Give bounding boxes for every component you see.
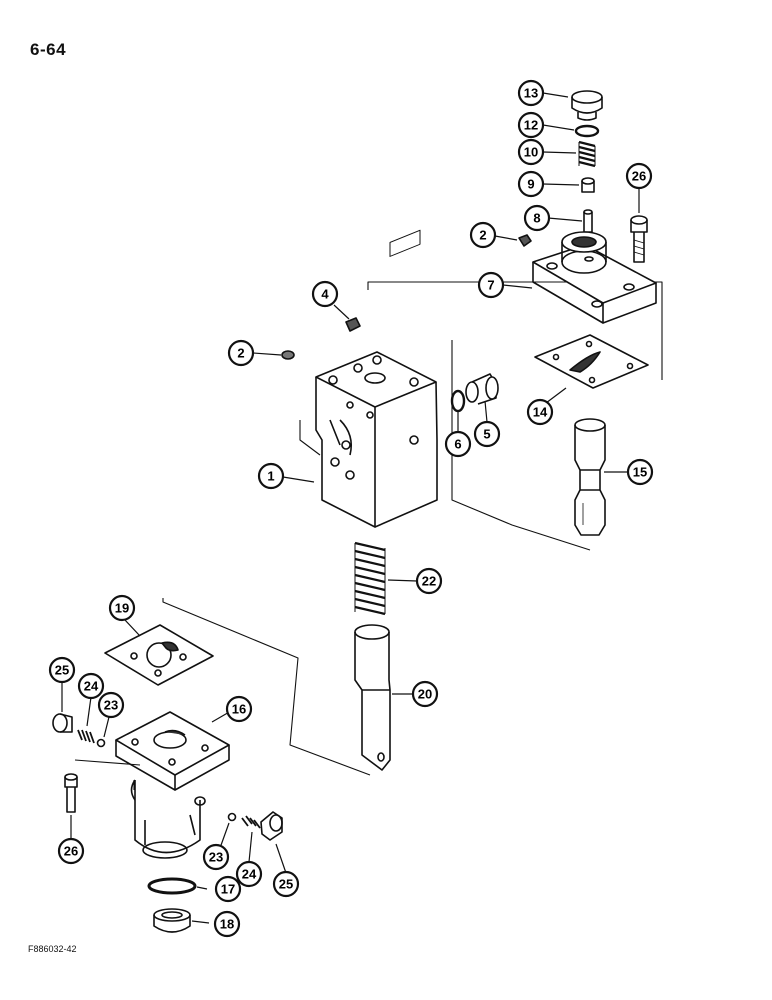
part-14-gasket <box>534 334 649 389</box>
callout-2: 2 <box>469 221 497 249</box>
callout-label: 23 <box>104 698 118 713</box>
callout-label: 5 <box>483 427 490 442</box>
callout-label: 22 <box>422 574 436 589</box>
callout-label: 4 <box>321 287 329 302</box>
callout-14: 14 <box>526 398 554 426</box>
callout-label: 25 <box>279 877 293 892</box>
callout-label: 2 <box>237 346 244 361</box>
callout-25: 25 <box>48 656 76 684</box>
callout-label: 9 <box>527 177 534 192</box>
callout-label: 26 <box>632 169 646 184</box>
callout-label: 16 <box>232 702 246 717</box>
callout-13: 13 <box>517 79 545 107</box>
callout-25: 25 <box>272 870 300 898</box>
callout-8: 8 <box>523 204 551 232</box>
callout-18: 18 <box>213 910 241 938</box>
callout-24: 24 <box>235 860 263 888</box>
part-25-plug-left <box>52 713 73 733</box>
callout-24: 24 <box>77 672 105 700</box>
part-2-plug-upper <box>518 234 532 247</box>
callout-label: 13 <box>524 86 538 101</box>
callout-label: 6 <box>454 437 461 452</box>
callout-label: 2 <box>479 228 486 243</box>
callout-26: 26 <box>57 837 85 865</box>
figure-code: F886032-42 <box>28 944 77 954</box>
part-6-o-ring <box>450 389 466 413</box>
callout-17: 17 <box>214 875 242 903</box>
part-23-ball-left <box>96 738 106 748</box>
callout-6: 6 <box>444 430 472 458</box>
part-26-bolt-lower <box>64 773 78 813</box>
callout-label: 26 <box>64 844 78 859</box>
part-25-plug-right <box>260 811 283 841</box>
callout-label: 12 <box>524 118 538 133</box>
callout-16: 16 <box>225 695 253 723</box>
part-15-spool <box>574 418 606 536</box>
callout-2: 2 <box>227 339 255 367</box>
part-22-spring <box>354 541 386 616</box>
callout-label: 23 <box>209 850 223 865</box>
callout-label: 24 <box>84 679 99 694</box>
part-12-o-ring <box>574 124 600 138</box>
callout-label: 24 <box>242 867 257 882</box>
part-18-seal <box>153 908 191 933</box>
part-26-bolt-upper <box>630 215 648 263</box>
callout-4: 4 <box>311 280 339 308</box>
callout-15: 15 <box>626 458 654 486</box>
part-1-main-body <box>315 229 438 528</box>
callout-label: 17 <box>221 882 235 897</box>
callout-23: 23 <box>97 691 125 719</box>
part-19-gasket <box>104 624 214 686</box>
callout-9: 9 <box>517 170 545 198</box>
part-23-ball-right <box>227 812 237 822</box>
part-17-o-ring <box>147 877 197 895</box>
callout-5: 5 <box>473 420 501 448</box>
callout-19: 19 <box>108 594 136 622</box>
part-5-fitting <box>465 373 499 405</box>
callout-label: 1 <box>267 469 274 484</box>
page-number: 6-64 <box>30 40 67 59</box>
part-10-spring <box>578 140 596 168</box>
part-4-plug <box>345 317 361 332</box>
leader-lines <box>61 92 640 924</box>
part-20-spool <box>354 624 391 771</box>
callout-26: 26 <box>625 162 653 190</box>
part-16-lower-housing <box>115 711 230 859</box>
assembly-lines <box>74 281 663 790</box>
callout-label: 15 <box>633 465 647 480</box>
callout-label: 8 <box>533 211 540 226</box>
part-8-pin <box>583 209 593 233</box>
callout-bubbles: 1224567891012131415161718192022232324242… <box>48 79 654 938</box>
callout-23: 23 <box>202 843 230 871</box>
callout-label: 25 <box>55 663 69 678</box>
callout-7: 7 <box>477 271 505 299</box>
part-13-cap <box>571 90 603 121</box>
callout-label: 19 <box>115 601 129 616</box>
part-9-plunger <box>581 177 595 193</box>
callout-10: 10 <box>517 138 545 166</box>
part-24-spring-right <box>241 815 261 829</box>
callout-20: 20 <box>411 680 439 708</box>
callout-label: 18 <box>220 917 234 932</box>
callout-label: 10 <box>524 145 538 160</box>
callout-12: 12 <box>517 111 545 139</box>
callout-label: 20 <box>418 687 432 702</box>
callout-label: 7 <box>487 278 494 293</box>
callout-22: 22 <box>415 567 443 595</box>
callout-label: 14 <box>533 405 548 420</box>
part-24-spring-left <box>77 729 95 744</box>
part-7-upper-housing <box>532 231 657 324</box>
callout-1: 1 <box>257 462 285 490</box>
part-2-plug-middle <box>281 350 295 360</box>
